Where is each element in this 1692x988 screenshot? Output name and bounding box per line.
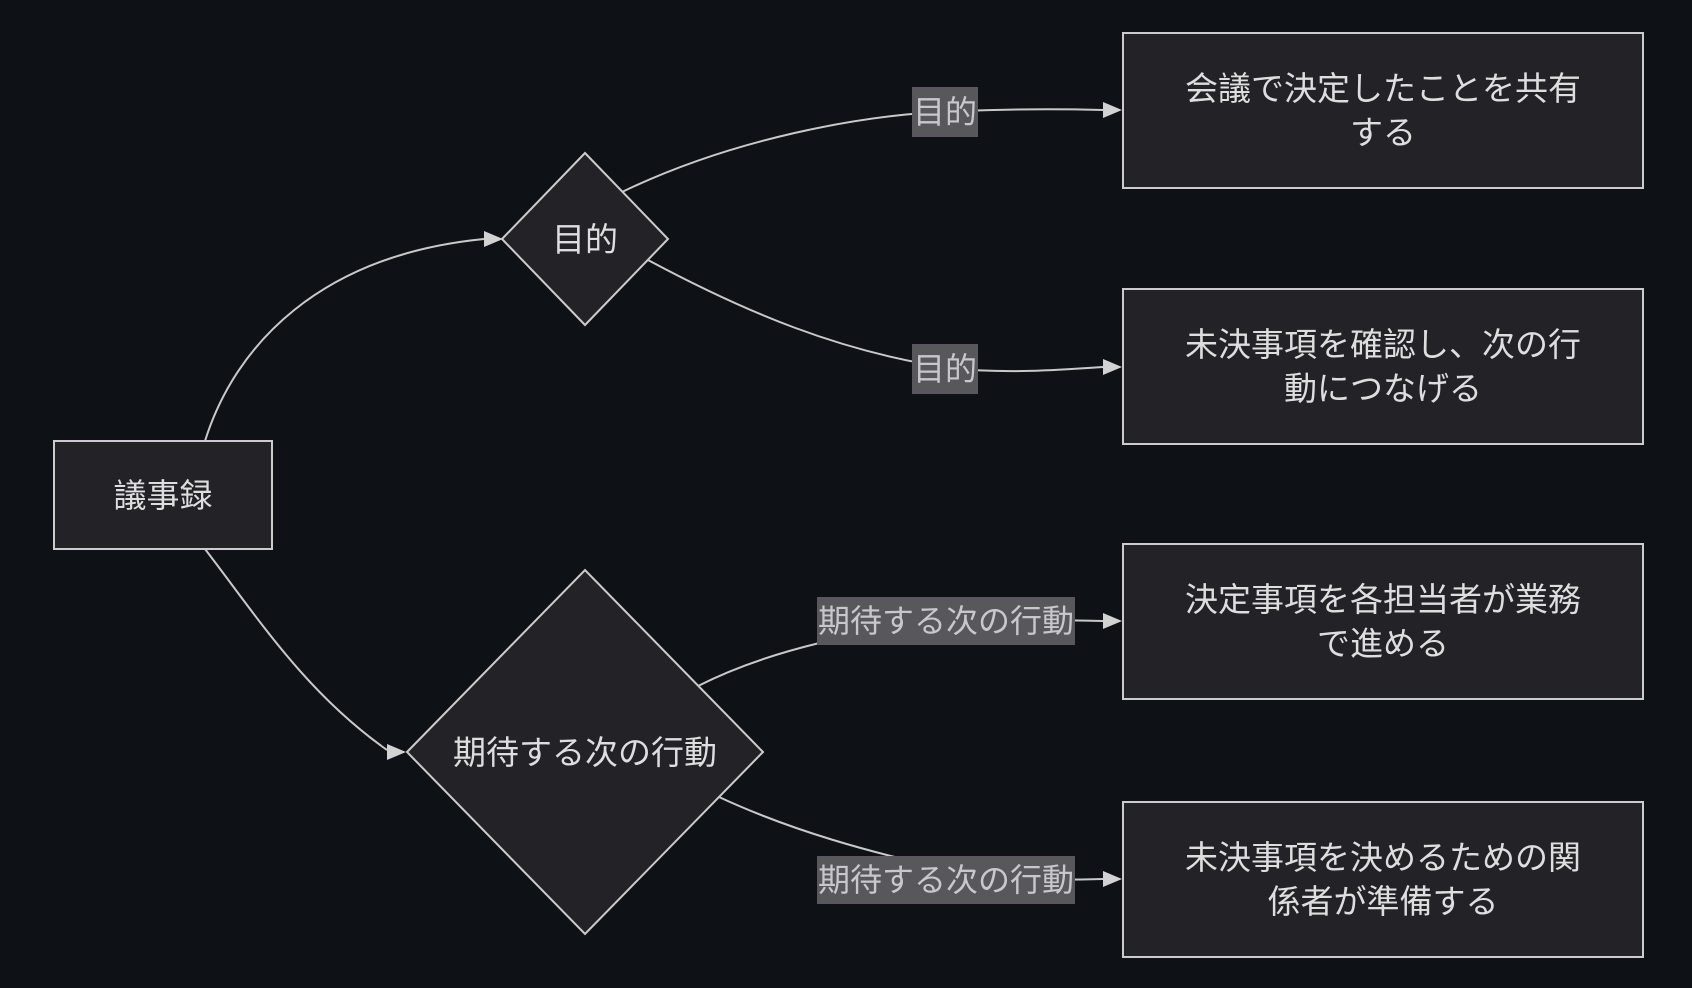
edge-purpose-to-share-decisions [621, 108, 1104, 193]
arrowhead-share-decisions [1103, 102, 1122, 118]
node-purpose-diamond [500, 151, 670, 327]
edge-label-purpose-2: 目的 [913, 351, 977, 387]
node-proceed-work-label-line1: 決定事項を各担当者が業務 [1185, 581, 1581, 618]
node-minutes-label: 議事録 [114, 477, 213, 514]
node-minutes: 議事録 [53, 440, 273, 550]
edge-label-group: 目的 目的 期待する次の行動 期待する次の行動 [817, 87, 1075, 904]
edge-label-bg-purpose-1 [912, 87, 978, 137]
node-share-decisions-box [1122, 32, 1644, 189]
edge-label-bg-next-action-1 [817, 597, 1075, 645]
node-confirm-pending-label-line2: 動につなげる [1284, 370, 1482, 407]
edge-purpose-to-confirm-pending [647, 259, 1104, 373]
node-purpose-label: 目的 [552, 221, 618, 258]
arrowhead-confirm-pending [1103, 359, 1122, 375]
node-proceed-work: 決定事項を各担当者が業務 で進める [1122, 543, 1644, 700]
node-next-action-label: 期待する次の行動 [453, 734, 717, 771]
node-prepare-stakeholders-box [1122, 801, 1644, 958]
edge-label-next-action-1: 期待する次の行動 [818, 603, 1074, 639]
arrowhead-purpose [484, 231, 503, 247]
node-proceed-work-box [1122, 543, 1644, 700]
edge-label-bg-purpose-2 [912, 344, 978, 394]
node-group: 議事録 目的 期待する次の行動 会議で決定したことを共有 する 未決事項 [53, 32, 1644, 958]
node-share-decisions-label-line2: する [1350, 114, 1416, 151]
node-proceed-work-label-line2: で進める [1317, 625, 1449, 662]
node-prepare-stakeholders-label-line2: 係者が準備する [1268, 883, 1499, 920]
node-prepare-stakeholders: 未決事項を決めるための関 係者が準備する [1122, 801, 1644, 958]
node-confirm-pending-label-line1: 未決事項を確認し、次の行 [1185, 326, 1581, 363]
node-minutes-box [53, 440, 273, 550]
edge-label-bg-next-action-2 [817, 856, 1075, 904]
node-next-action: 期待する次の行動 [405, 568, 765, 936]
edge-minutes-to-next-action [204, 548, 388, 751]
arrowhead-next-action [387, 744, 406, 760]
edge-minutes-to-purpose [204, 238, 485, 442]
node-confirm-pending-box [1122, 288, 1644, 445]
node-prepare-stakeholders-label-line1: 未決事項を決めるための関 [1185, 839, 1581, 876]
node-share-decisions: 会議で決定したことを共有 する [1122, 32, 1644, 189]
arrowhead-proceed-work [1103, 613, 1122, 629]
arrowhead-prepare-stakeholders [1103, 871, 1122, 887]
edge-label-purpose-1: 目的 [913, 94, 977, 130]
node-next-action-diamond [405, 568, 765, 936]
node-confirm-pending: 未決事項を確認し、次の行 動につなげる [1122, 288, 1644, 445]
edge-label-next-action-2: 期待する次の行動 [818, 862, 1074, 898]
node-share-decisions-label-line1: 会議で決定したことを共有 [1185, 70, 1581, 107]
node-purpose: 目的 [500, 151, 670, 327]
